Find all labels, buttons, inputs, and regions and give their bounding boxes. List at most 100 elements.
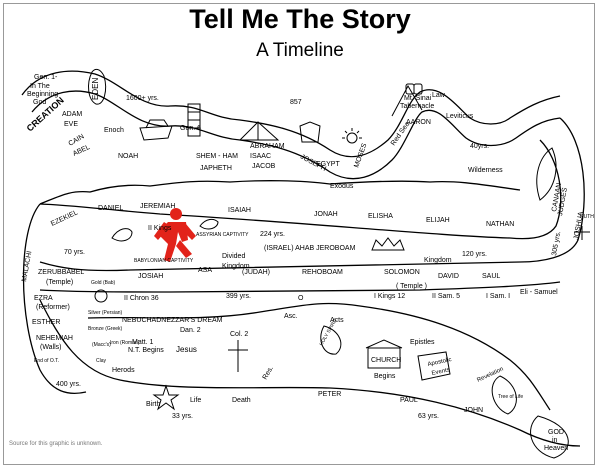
label-elijah: ELIJAH xyxy=(426,217,450,224)
image-frame xyxy=(3,3,595,465)
label-end-of-ot: End of O.T. xyxy=(34,358,59,364)
label-jeremiah: JEREMIAH xyxy=(140,203,175,210)
label-walls: (Walls) xyxy=(40,344,62,351)
label-shem-ham: SHEM - HAM xyxy=(196,153,238,160)
label-o: O xyxy=(298,295,304,302)
road-middle-bottom-edge xyxy=(39,281,561,293)
label-assyrian-captivity: ASSYRIAN CAPTIVITY xyxy=(196,232,249,238)
label-paul: PAUL xyxy=(400,397,418,404)
road-top-lower-edge xyxy=(31,90,561,180)
label-enoch: Enoch xyxy=(104,127,124,134)
label-acts: Acts xyxy=(330,317,344,324)
label-life: Life xyxy=(190,397,201,404)
label-david: DAVID xyxy=(438,273,459,280)
label-gen1: Gen. 1- xyxy=(34,74,58,81)
figure-leg-right xyxy=(176,240,192,258)
you-are-here-figure xyxy=(154,208,196,262)
label-in-the: In The xyxy=(30,83,50,90)
heaven-icon xyxy=(530,415,569,459)
tablets-icon xyxy=(405,83,423,95)
label-canaan: CANAAN xyxy=(551,182,563,212)
label-abel: ABEL xyxy=(72,144,91,158)
road-left-curve xyxy=(22,203,87,394)
label-ruth: RUTH xyxy=(580,214,594,220)
label-400-yrs: 400 yrs. xyxy=(56,381,81,388)
label-japheth: JAPHETH xyxy=(200,165,232,172)
label-josiah: JOSIAH xyxy=(138,273,163,280)
label-begins: Begins xyxy=(374,373,396,380)
label-ezra: EZRA xyxy=(34,295,53,302)
label-224-yrs: 224 yrs. xyxy=(260,231,285,238)
label-bronze-greek: Bronze (Greek) xyxy=(88,326,123,332)
label-120-yrs: 120 yrs. xyxy=(462,251,487,258)
label-ii-sam5: II Sam. 5 xyxy=(432,293,460,300)
figure-body xyxy=(160,222,188,262)
label-judah: (JUDAH) xyxy=(242,269,270,276)
star-icon xyxy=(152,384,180,411)
timeline-labels: Gen. 1- In The Beginning God CREATION ED… xyxy=(21,74,594,452)
label-divided: Divided xyxy=(222,253,245,260)
tree-icon xyxy=(491,375,517,415)
scales-icon xyxy=(574,226,590,240)
label-857: 857 xyxy=(290,99,302,106)
label-eve: EVE xyxy=(64,121,78,128)
label-mt-sinai: Mt. Sinai xyxy=(404,95,432,102)
label-babylonian-captivity: BABYLONIAN CAPTIVITY xyxy=(134,258,194,264)
coat-icon xyxy=(299,121,321,143)
label-gold-bab: Gold (Bab) xyxy=(91,280,116,286)
label-john: JOHN xyxy=(464,407,483,414)
label-solomon: SOLOMON xyxy=(384,269,420,276)
tower-icon xyxy=(187,103,201,137)
label-nathan: NATHAN xyxy=(486,221,514,228)
label-exodus: Exodus xyxy=(330,183,354,190)
label-church: CHURCH xyxy=(371,357,401,364)
canaan-leaf-icon xyxy=(536,147,557,201)
label-jesus: Jesus xyxy=(176,345,197,354)
label-ezekiel: EZEKIEL xyxy=(50,209,79,228)
label-dan2: Dan. 2 xyxy=(180,327,201,334)
label-jonah: JONAH xyxy=(314,211,338,218)
source-note: Source for this graphic is unknown. xyxy=(9,441,103,447)
tent-icon xyxy=(238,121,280,141)
label-nt-begins: N.T. Begins xyxy=(128,347,164,354)
label-i-kings12: I Kings 12 xyxy=(374,293,405,300)
label-malachi: MALACHI xyxy=(21,250,33,282)
label-israel-ahab-jeroboam: (ISRAEL) AHAB JEROBOAM xyxy=(264,245,356,252)
label-egypt: EGYPT xyxy=(316,161,340,168)
label-nehemiah: NEHEMIAH xyxy=(36,335,73,342)
crown-icon xyxy=(371,237,405,251)
timeline-road xyxy=(21,70,585,447)
label-revelation: Revelation xyxy=(476,366,504,383)
sun-icon xyxy=(342,128,362,144)
cross-icon xyxy=(228,340,248,372)
road-bottom-upper-edge xyxy=(87,302,551,411)
page-title: Tell Me The Story xyxy=(189,4,411,34)
label-silver-persian: Silver (Persian) xyxy=(88,310,123,316)
label-epistles: Epistles xyxy=(410,339,435,346)
label-god-heaven-3: Heaven xyxy=(544,445,568,452)
label-noah: NOAH xyxy=(118,153,138,160)
label-saul: SAUL xyxy=(482,273,500,280)
label-god: God xyxy=(33,99,46,106)
label-clay: Clay xyxy=(96,358,107,364)
label-tabernacle: Tabernacle xyxy=(400,103,434,110)
label-nebuchadnezzar: NEBUCHADNEZZAR'S DREAM xyxy=(122,317,223,324)
label-herods: Herods xyxy=(112,367,135,374)
label-1600-yrs: 1600+ yrs. xyxy=(126,95,159,102)
road-top-upper-edge xyxy=(21,70,561,158)
label-isaiah: ISAIAH xyxy=(228,207,251,214)
label-beginning: Beginning xyxy=(27,91,58,98)
label-res: Res. xyxy=(262,365,275,381)
eden-icon xyxy=(88,68,107,105)
figure-head xyxy=(170,208,182,220)
road-middle-top-edge xyxy=(39,139,562,240)
label-wilderness: Wilderness xyxy=(468,167,503,174)
label-daniel: DANIEL xyxy=(98,205,123,212)
label-ii-kings: II Kings xyxy=(148,225,172,232)
label-eden: EDEN xyxy=(91,78,100,100)
label-leviticus: Leviticus xyxy=(446,113,474,120)
label-joshua: JOSHUA xyxy=(573,211,585,241)
page-subtitle: A Timeline xyxy=(256,40,344,61)
